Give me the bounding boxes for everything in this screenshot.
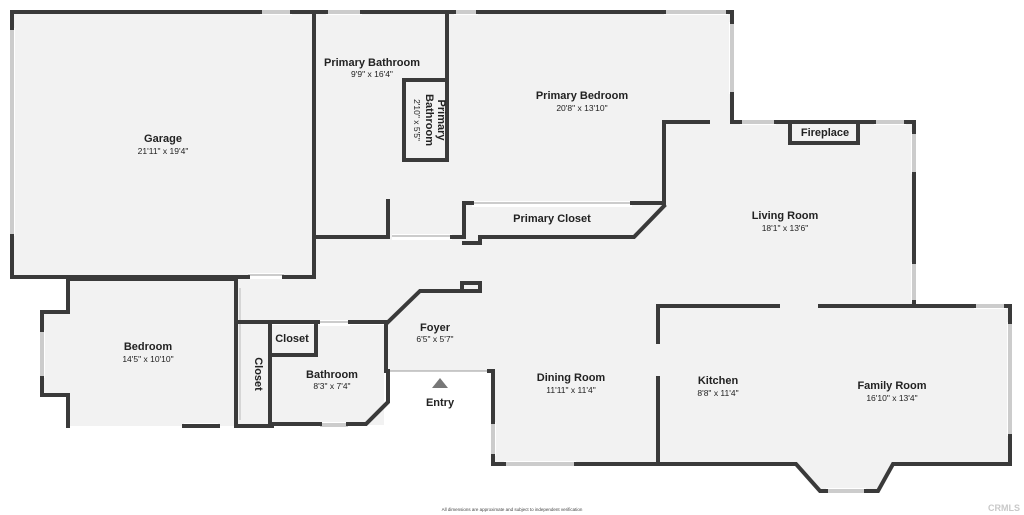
primary-bathroom-small-label-line1: Primary — [435, 100, 447, 142]
family-room-label: Family Room — [857, 380, 926, 392]
kitchen-label: Kitchen — [698, 375, 739, 387]
bedroom-label: Bedroom — [124, 341, 173, 353]
floor-areas — [12, 12, 1010, 491]
kitchen-dimensions: 8'8" x 11'4" — [697, 388, 738, 398]
bathroom-label: Bathroom — [306, 369, 358, 381]
family-room-dimensions: 16'10" x 13'4" — [866, 393, 917, 403]
primary-closet-label: Primary Closet — [513, 213, 591, 225]
walls — [10, 10, 1012, 493]
room-labels: Garage 21'11" x 19'4" Primary Bathroom 9… — [122, 57, 926, 409]
disclaimer-text: All dimensions are approximate and subje… — [442, 507, 583, 512]
entry-arrow-icon — [432, 378, 448, 388]
dining-room-label: Dining Room — [537, 372, 606, 384]
primary-bathroom-small-dimensions: 2'10" x 5'5" — [412, 99, 422, 141]
bedroom-dimensions: 14'5" x 10'10" — [122, 354, 173, 364]
foyer-dimensions: 6'5" x 5'7" — [416, 334, 453, 344]
living-room-dimensions: 18'1" x 13'6" — [762, 223, 809, 233]
fireplace-label: Fireplace — [801, 127, 849, 139]
living-room-label: Living Room — [752, 210, 819, 222]
windows — [9, 9, 1013, 494]
entry-label: Entry — [426, 397, 455, 409]
garage-label: Garage — [144, 133, 182, 145]
primary-bathroom-dimensions: 9'9" x 16'4" — [351, 69, 393, 79]
bathroom-dimensions: 8'3" x 7'4" — [313, 381, 350, 391]
primary-bedroom-label: Primary Bedroom — [536, 90, 629, 102]
primary-bedroom-dimensions: 20'8" x 13'10" — [556, 103, 607, 113]
garage-dimensions: 21'11" x 19'4" — [138, 146, 189, 156]
primary-bathroom-small-label-line2: Bathroom — [423, 94, 435, 146]
foyer-label: Foyer — [420, 322, 451, 334]
closet-vertical-label: Closet — [252, 357, 264, 391]
dining-room-dimensions: 11'11" x 11'4" — [546, 385, 595, 395]
primary-bathroom-small-label-group: Primary Bathroom 2'10" x 5'5" — [412, 94, 447, 146]
closet-top-label: Closet — [275, 333, 309, 345]
watermark-logo: CRMLS — [988, 503, 1020, 513]
primary-bathroom-label: Primary Bathroom — [324, 57, 420, 69]
